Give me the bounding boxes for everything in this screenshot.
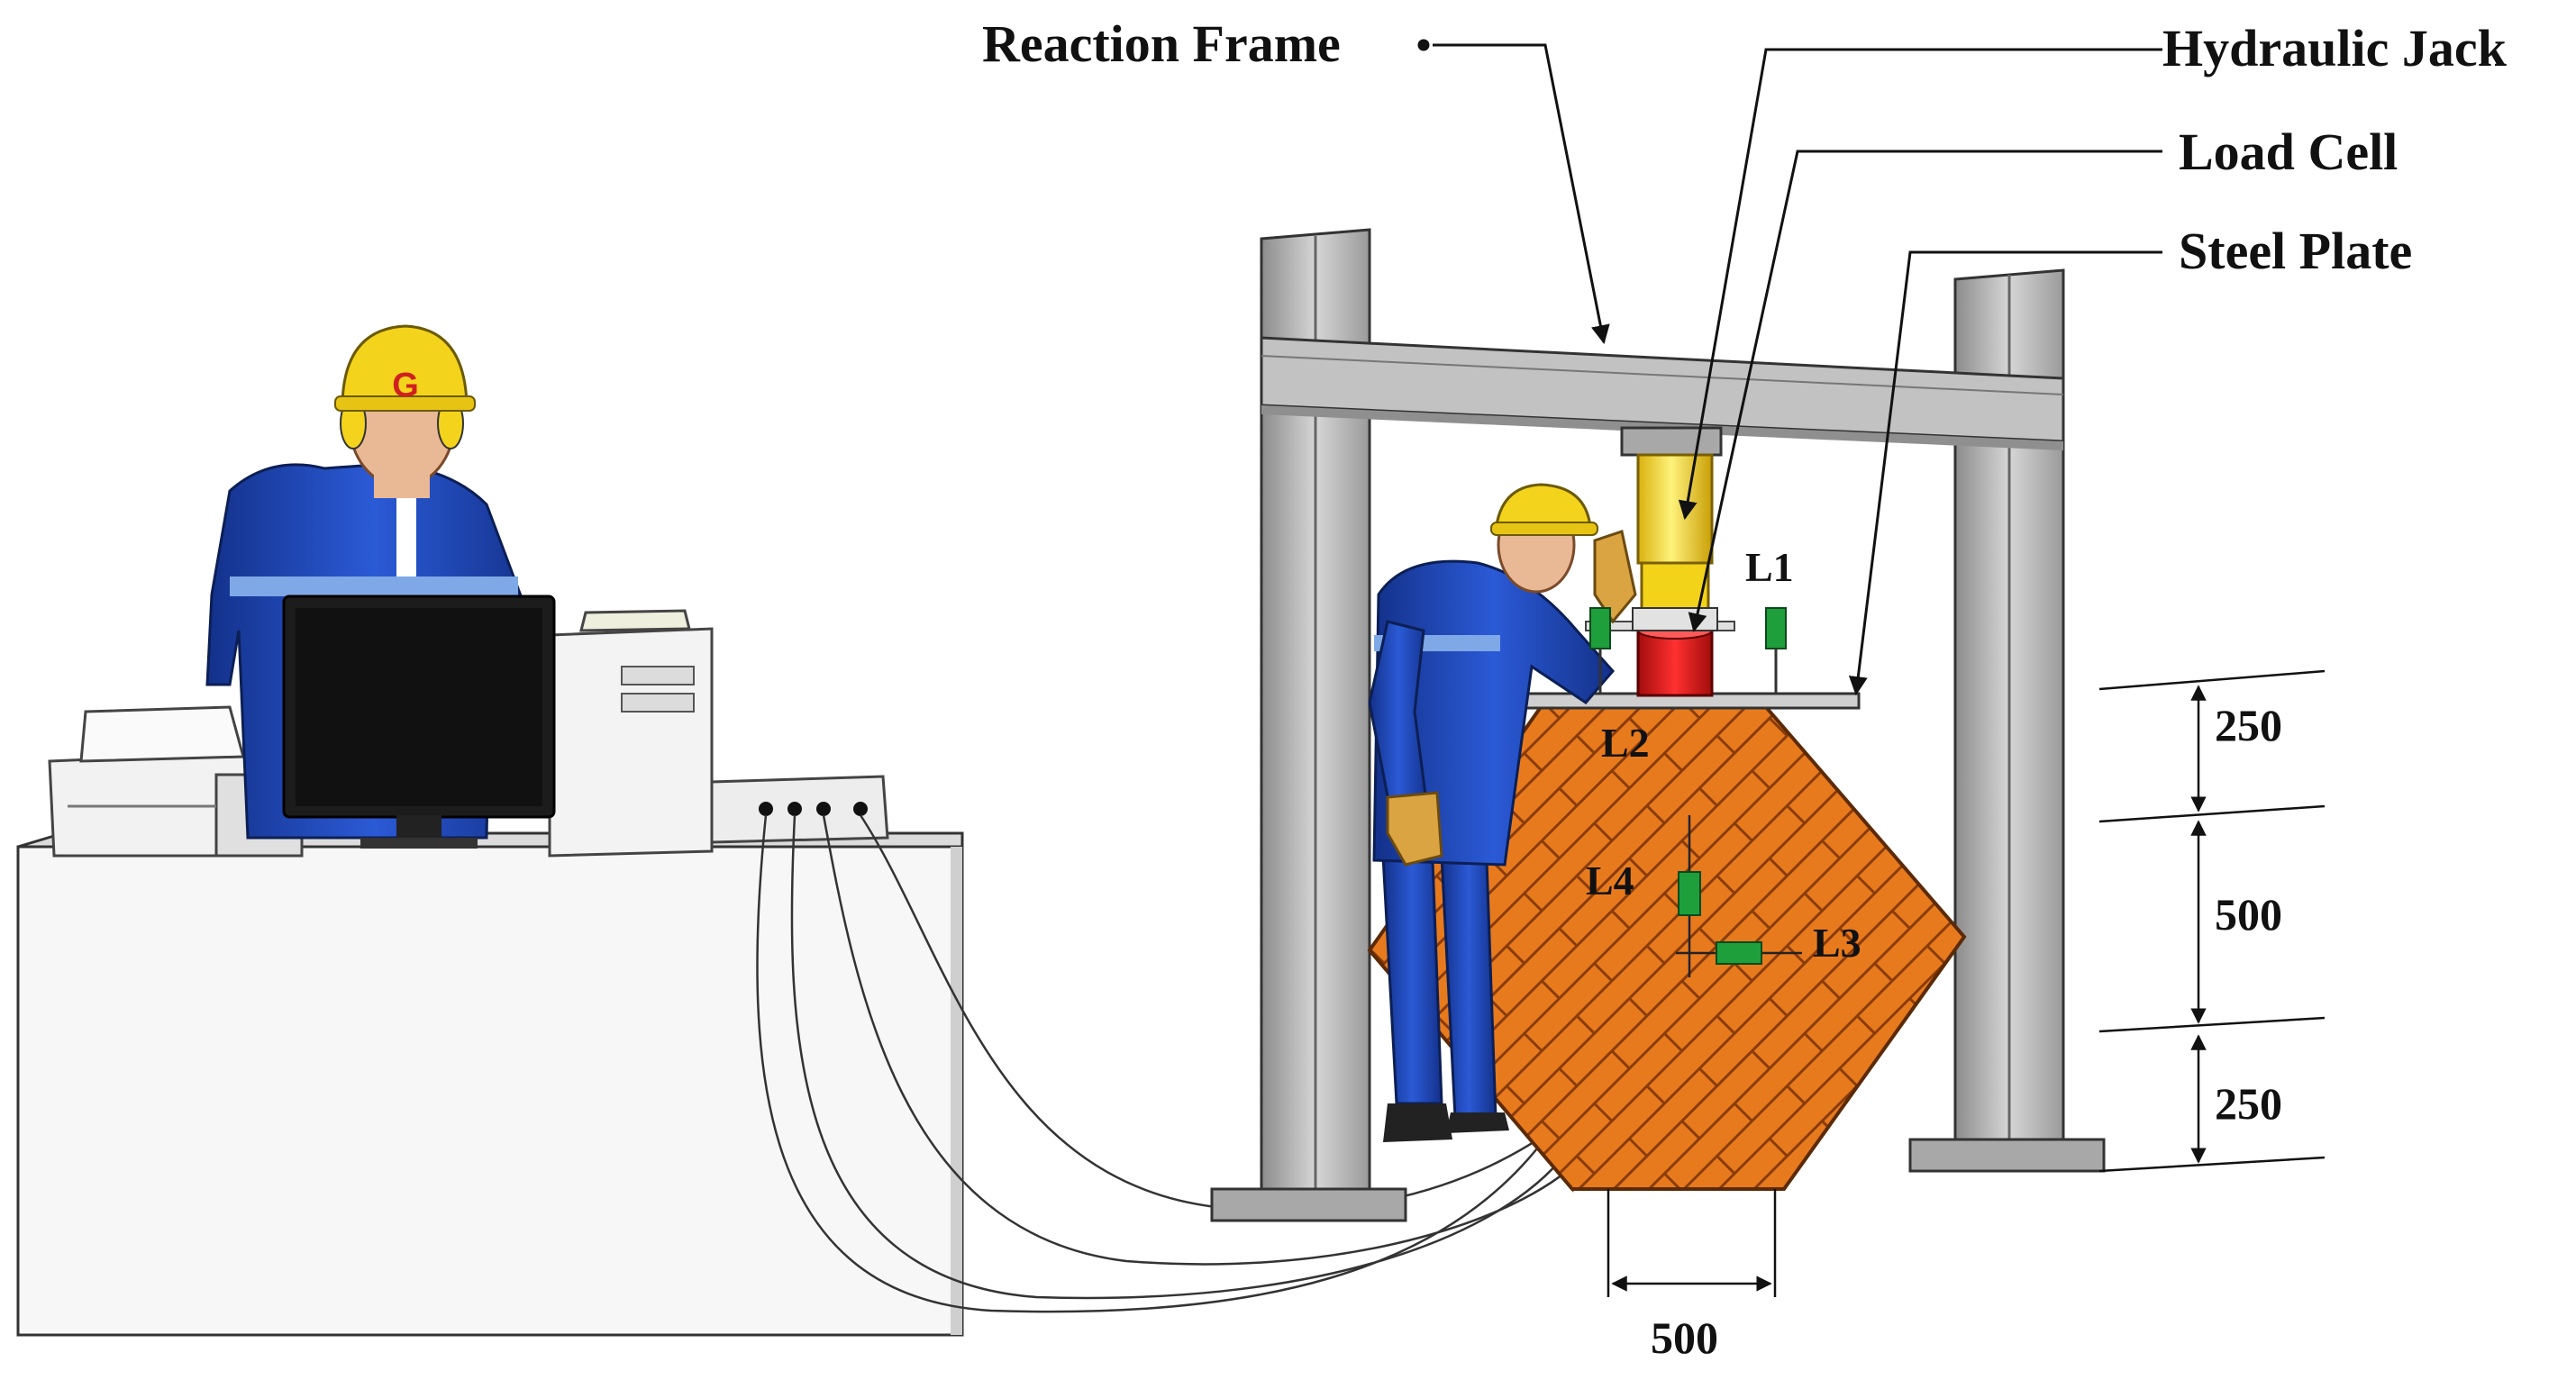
dimension-bottom: 250	[2215, 1078, 2282, 1129]
label-load-cell: Load Cell	[2179, 123, 2399, 181]
label-l4: L4	[1586, 858, 1634, 903]
data-logger-icon	[710, 775, 889, 844]
monitor-icon	[282, 595, 556, 849]
lvdt-l2	[1589, 607, 1611, 694]
lvdt-l1	[1765, 607, 1787, 694]
label-hydraulic-jack: Hydraulic Jack	[2162, 19, 2507, 77]
label-l2: L2	[1601, 720, 1650, 766]
technician-worker	[1368, 483, 1637, 1142]
computer-tower-icon	[548, 609, 714, 858]
desk	[16, 831, 964, 1337]
dimension-base-width: 500	[1651, 1312, 1718, 1363]
label-l3: L3	[1813, 920, 1861, 966]
reaction-frame	[1210, 228, 2106, 1222]
label-l1: L1	[1745, 544, 1794, 590]
label-steel-plate: Steel Plate	[2179, 222, 2413, 280]
load-cell	[1636, 622, 1714, 697]
lvdt-l3	[1716, 941, 1762, 965]
lvdt-l4	[1678, 871, 1701, 916]
dimension-middle: 500	[2215, 889, 2282, 940]
dimension-lines	[1607, 669, 2326, 1297]
dimension-top: 250	[2215, 700, 2282, 750]
helmet-letter: G	[392, 367, 419, 404]
hydraulic-jack	[1620, 426, 1723, 631]
leader-lines	[1417, 39, 2162, 696]
label-reaction-frame: Reaction Frame	[982, 14, 1341, 73]
